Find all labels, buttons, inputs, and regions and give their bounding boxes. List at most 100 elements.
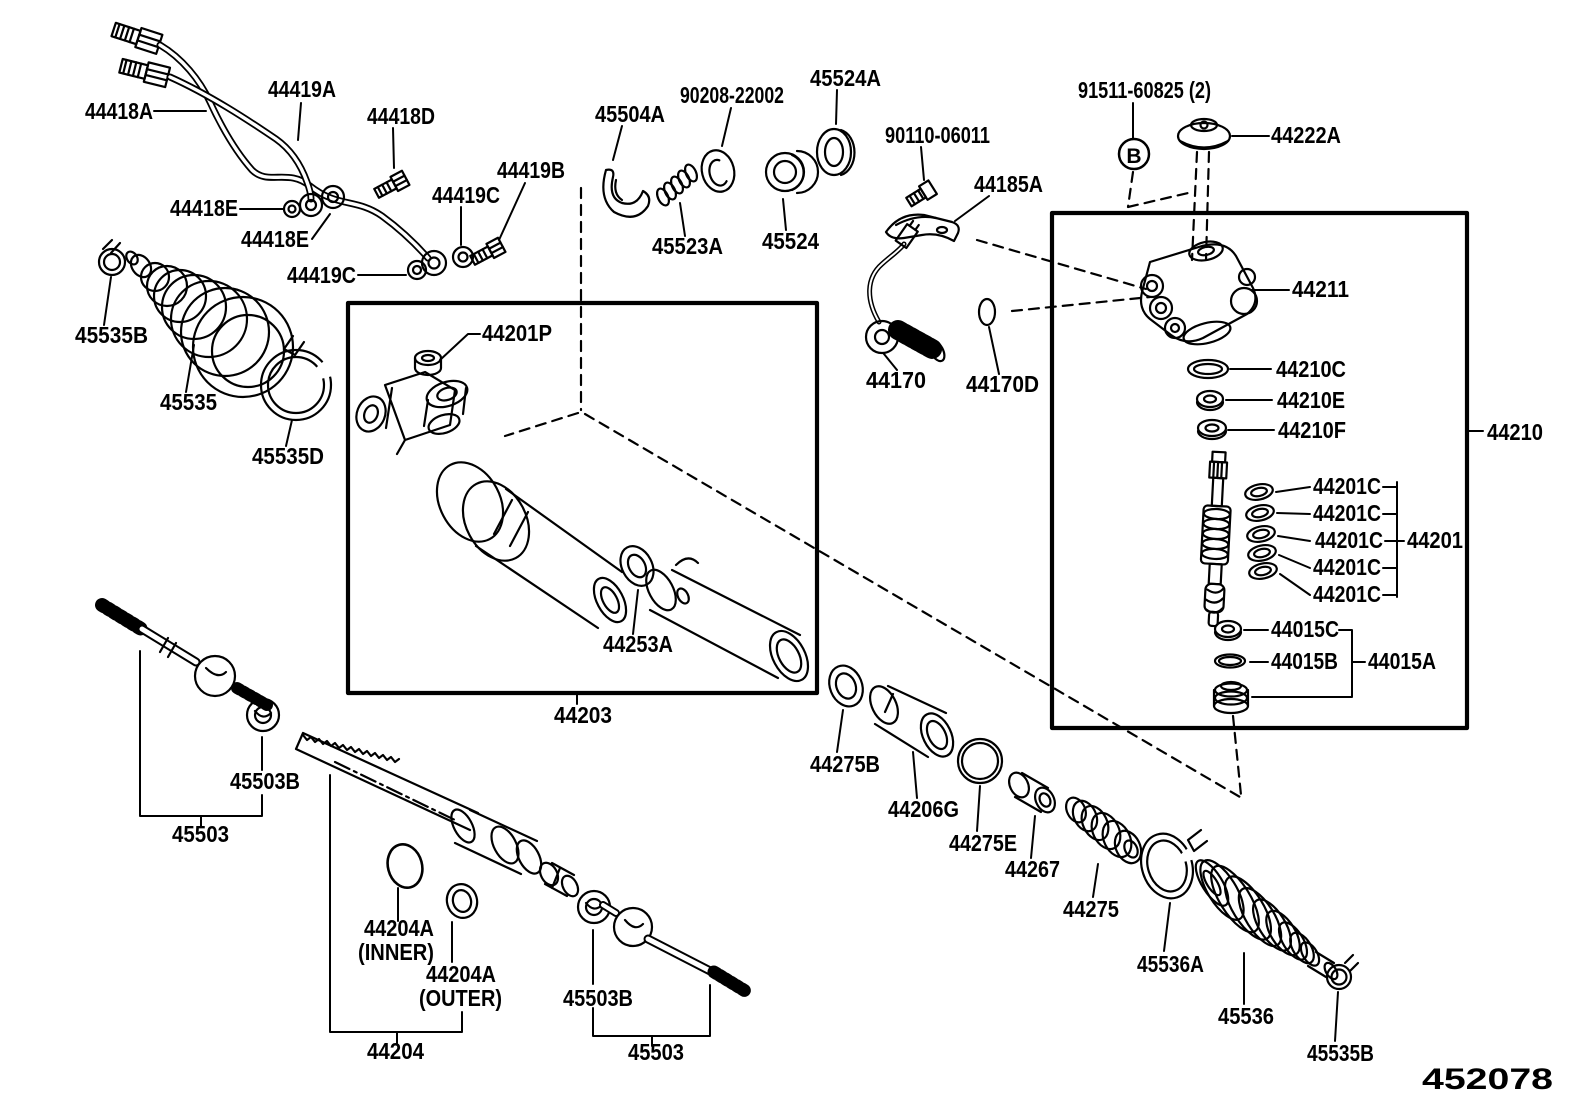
gear-housing-44203: [355, 349, 810, 683]
cylinder-sleeve: [645, 557, 810, 683]
part-label: 44275B: [810, 751, 880, 777]
part-label: 45535D: [252, 443, 324, 469]
part-label: (OUTER): [419, 985, 502, 1011]
leader-lines: [103, 89, 1484, 1047]
part-label: 44211: [1292, 276, 1349, 302]
tie-rod-45503-right: [576, 889, 754, 999]
part-label: 44201: [1407, 527, 1463, 553]
part-label: 45524: [762, 228, 819, 254]
seal-ring-44253A: [619, 545, 655, 587]
part-label: 44253A: [603, 631, 673, 657]
ring-nut-45524A: [815, 127, 856, 177]
pressure-tubes-44418-44419: [110, 21, 507, 281]
part-label: (INNER): [358, 939, 434, 965]
part-label: 44418E: [170, 195, 238, 221]
rack-guide-parts: [602, 127, 997, 363]
part-label: 45535B: [75, 322, 148, 348]
valve-shaft-44201: [1199, 450, 1232, 628]
o-ring-44015B: [1213, 653, 1247, 669]
part-label: 45503: [628, 1039, 684, 1065]
part-label: 44201C: [1313, 473, 1381, 499]
part-label: 45536: [1218, 1003, 1274, 1029]
part-label: 44185A: [974, 171, 1043, 197]
part-label: 45535B: [1307, 1040, 1374, 1066]
part-label: 44201P: [482, 320, 552, 346]
part-label: 44275E: [949, 830, 1017, 856]
part-label: 44418E: [241, 226, 309, 252]
bellows-45536: [1194, 859, 1339, 981]
part-label: 44222A: [1271, 122, 1341, 148]
part-label: 44206G: [888, 796, 959, 822]
callout-b-circle: [1117, 137, 1151, 171]
part-label: 44201C: [1313, 554, 1381, 580]
boot-45535-group: [97, 238, 341, 422]
union-bolt-44419B: [469, 236, 507, 266]
group-box-44210: [1049, 210, 1470, 731]
part-label: 90208-22002: [680, 82, 784, 108]
bolt-90110-06011: [905, 179, 938, 208]
part-label: 44267: [1005, 856, 1060, 882]
washer-44210F: [1196, 418, 1228, 441]
part-label: 44419B: [497, 157, 565, 183]
group-box-44203: [345, 300, 820, 696]
part-label: 44204A: [426, 961, 496, 987]
part-label: 44210C: [1276, 356, 1346, 382]
spring-45523A: [655, 163, 699, 207]
o-ring-44275E: [956, 737, 1004, 785]
part-label: 45503: [172, 821, 229, 847]
spacer-44206G: [869, 684, 955, 759]
part-label: 44204: [367, 1038, 424, 1064]
washer-44210E: [1195, 389, 1225, 412]
part-label: 45535: [160, 389, 217, 415]
part-label: 91511-60825 (2): [1078, 77, 1211, 103]
part-label: 44170D: [966, 371, 1039, 397]
part-label: 44418D: [367, 103, 435, 129]
part-label: 45504A: [595, 101, 665, 127]
part-label: 44201C: [1313, 581, 1381, 607]
clamp-45535B-right: [1325, 953, 1360, 991]
bushing-44267: [1008, 771, 1056, 814]
part-label: 44210E: [1277, 387, 1345, 413]
grommet-90208-22002: [700, 149, 736, 193]
seal-rings-44201C: [1244, 483, 1278, 580]
part-label: 44419C: [287, 262, 356, 288]
part-label: 45503B: [563, 985, 633, 1011]
o-ring-44210C: [1186, 358, 1230, 380]
part-label: 90110-06011: [885, 122, 990, 148]
cylinder-end-parts: [828, 664, 1360, 991]
clamp-45535B-left: [97, 238, 127, 277]
rack-bar-44204: [294, 731, 580, 919]
valve-housing-44211: [1139, 240, 1259, 346]
part-label: 44015C: [1271, 616, 1339, 642]
rack-guide-45504A: [602, 168, 651, 218]
callout-b-letter: B: [1126, 145, 1141, 168]
part-number-labels: 44418A44419A44418D44418E44418E44419B4441…: [75, 65, 1553, 1096]
o-ring-44204A-inner: [386, 842, 424, 890]
assembly-dashed-lines: [503, 150, 1243, 799]
part-label: 44015A: [1368, 648, 1436, 674]
part-label: 44201C: [1313, 500, 1381, 526]
tie-rod-45503-left: [95, 598, 281, 733]
pressure-sensor-44170: [864, 219, 946, 363]
part-label: 45503B: [230, 768, 300, 794]
lock-nut-44201P: [413, 349, 443, 377]
washer-44015C: [1213, 619, 1243, 642]
part-label: 44170: [866, 367, 926, 393]
seal-44204A-outer: [445, 883, 479, 919]
ring-44275B: [828, 664, 864, 708]
control-valve-44210-group: [1117, 117, 1278, 715]
part-label: 44419A: [268, 76, 336, 102]
clamp-45536A: [1140, 828, 1209, 900]
part-label: 44203: [554, 702, 612, 728]
bellows-45535: [125, 250, 295, 399]
part-label: 44210F: [1278, 417, 1346, 443]
o-ring-44170D: [977, 297, 997, 327]
bumper-44275: [1065, 796, 1143, 865]
washer-45503B-left: [245, 697, 281, 733]
part-label: 44204A: [364, 915, 434, 941]
union-bolt-44418D: [373, 169, 411, 199]
rack-end-stop: [538, 861, 580, 898]
part-label: 45523A: [652, 233, 723, 259]
